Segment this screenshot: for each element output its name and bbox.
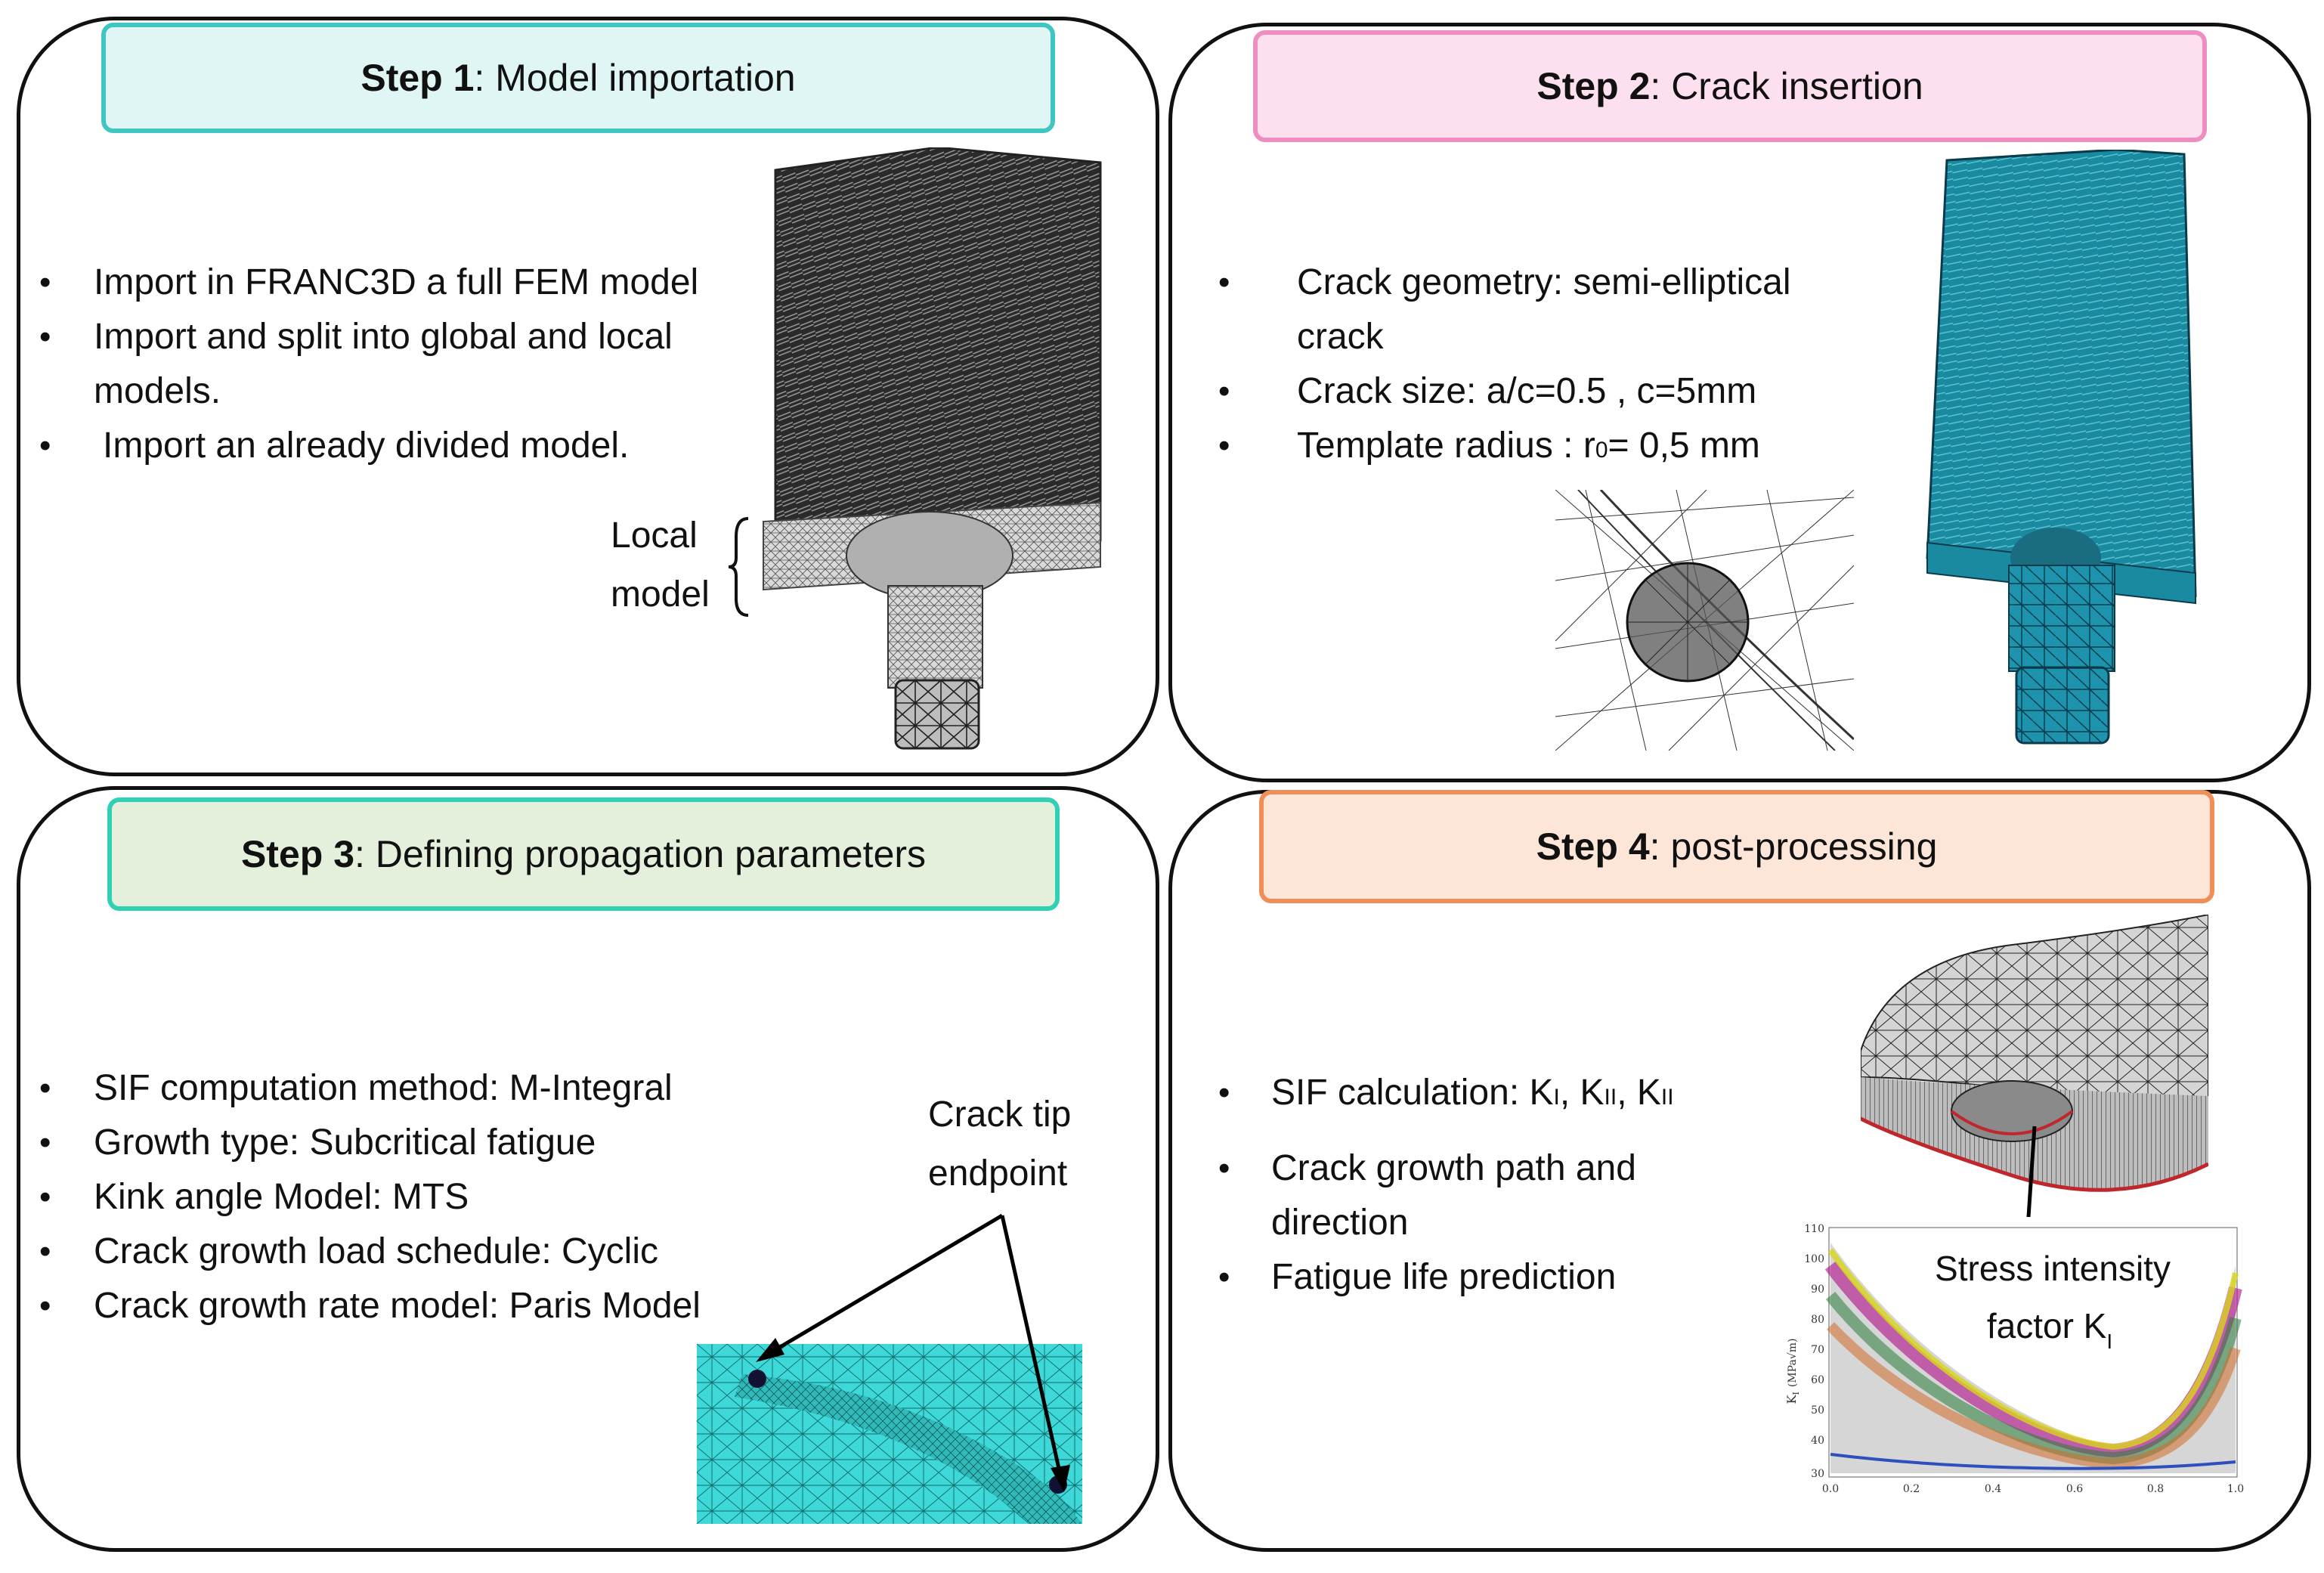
step4-header: Step 4: post-processing xyxy=(1259,790,2214,903)
y-tick-label: 90 xyxy=(1811,1283,1824,1296)
y-tick-label: 70 xyxy=(1811,1344,1824,1356)
step3-bullet-list: SIF computation method: M-Integral Growt… xyxy=(39,1061,795,1333)
list-item: Crack growth load schedule: Cyclic xyxy=(39,1225,795,1279)
list-item: Import an already divided model. xyxy=(39,419,780,473)
chart-annotation-line2: factor K xyxy=(1987,1306,2107,1345)
list-item: Crack growth path and direction xyxy=(1218,1141,1762,1250)
step4-title-text: : post-processing xyxy=(1649,825,1938,868)
list-item: Fatigue life prediction xyxy=(1218,1250,1762,1305)
crack-tip-endpoint-label: Crack tip endpoint xyxy=(928,1085,1071,1203)
step2-header: Step 2: Crack insertion xyxy=(1253,30,2207,142)
y-tick-label: 30 xyxy=(1811,1468,1824,1480)
x-tick-label: 0.0 xyxy=(1822,1483,1839,1495)
crack-template-mesh-image xyxy=(1555,490,1854,751)
list-item: SIF computation method: M-Integral xyxy=(39,1061,795,1116)
sif-separator-2: , K xyxy=(1617,1073,1661,1113)
template-radius-value: = 0,5 mm xyxy=(1608,426,1760,466)
step4-bullet-list: SIF calculation: KI, KII, KII Crack grow… xyxy=(1218,1066,1762,1305)
y-tick-label: 60 xyxy=(1811,1374,1824,1386)
sif-subscript-1: I xyxy=(1553,1085,1560,1110)
local-model-label: Local model xyxy=(611,506,710,624)
chart-annotation-line1: Stress intensity xyxy=(1935,1249,2171,1288)
local-model-label-line2: model xyxy=(611,574,710,615)
list-item: Template radius : r0= 0,5 mm xyxy=(1218,419,1883,478)
blade-mesh-image-step1 xyxy=(763,147,1102,750)
list-item: Crack growth rate model: Paris Model xyxy=(39,1279,795,1333)
step3-header: Step 3: Defining propagation parameters xyxy=(107,797,1060,911)
list-item: Crack size: a/c=0.5 , c=5mm xyxy=(1218,364,1883,419)
chart-annotation-subscript: I xyxy=(2106,1330,2112,1353)
x-tick-label: 0.4 xyxy=(1985,1483,2001,1495)
y-tick-label: 100 xyxy=(1804,1253,1824,1265)
step1-bullet-list: Import in FRANC3D a full FEM model Impor… xyxy=(39,255,780,473)
step4-title-bold: Step 4 xyxy=(1536,825,1650,868)
sif-chart: 110 100 90 80 70 60 50 40 30 0.0 0.2 0.4… xyxy=(1765,1220,2249,1507)
y-tick-label: 110 xyxy=(1804,1223,1824,1235)
template-radius-prefix: Template radius : r xyxy=(1297,426,1595,466)
step1-title-bold: Step 1 xyxy=(361,57,475,99)
sif-subscript-3: II xyxy=(1660,1085,1674,1110)
crack-tip-label-line1: Crack tip xyxy=(928,1095,1072,1135)
local-model-brace xyxy=(728,517,749,617)
list-item: Crack geometry: semi-elliptical crack xyxy=(1218,255,1883,364)
sif-subscript-2: II xyxy=(1604,1085,1617,1110)
sif-prefix: SIF calculation: K xyxy=(1271,1073,1554,1113)
step3-title-text: : Defining propagation parameters xyxy=(354,833,927,875)
crack-tip-arrows xyxy=(756,1213,1070,1492)
step3-title-bold: Step 3 xyxy=(240,833,355,875)
x-tick-label: 0.8 xyxy=(2147,1483,2164,1495)
sif-separator-1: , K xyxy=(1559,1073,1605,1113)
chart-y-axis-unit: (MPa√m) xyxy=(1787,1339,1799,1388)
crack-surface-mesh-image xyxy=(1861,915,2208,1217)
list-item: Growth type: Subcritical fatigue xyxy=(39,1116,795,1170)
chart-y-axis-label: K xyxy=(1784,1394,1799,1404)
x-tick-label: 0.6 xyxy=(2066,1483,2083,1495)
svg-text:factor KI: factor KI xyxy=(1987,1306,2112,1353)
list-item: Import and split into global and local m… xyxy=(39,310,780,419)
step1-title-text: : Model importation xyxy=(474,57,796,99)
list-item: Kink angle Model: MTS xyxy=(39,1170,795,1225)
local-model-label-line1: Local xyxy=(611,516,698,556)
x-tick-label: 1.0 xyxy=(2227,1483,2244,1495)
list-item: SIF calculation: KI, KII, KII xyxy=(1218,1066,1762,1125)
svg-text:KI(MPa√m): KI (MPa√m) xyxy=(1784,1339,1801,1404)
y-tick-label: 40 xyxy=(1811,1435,1824,1447)
step1-header: Step 1: Model importation xyxy=(101,23,1055,133)
step2-bullet-list: Crack geometry: semi-elliptical crack Cr… xyxy=(1218,255,1883,478)
template-radius-subscript: 0 xyxy=(1595,438,1608,463)
crack-tip-label-line2: endpoint xyxy=(928,1153,1068,1194)
list-item: Import in FRANC3D a full FEM model xyxy=(39,255,780,310)
y-tick-label: 80 xyxy=(1811,1314,1824,1326)
crack-front-mesh-image xyxy=(697,1344,1082,1524)
y-tick-label: 50 xyxy=(1811,1404,1824,1417)
chart-y-axis-subscript: I xyxy=(1791,1392,1801,1395)
blade-mesh-image-step2 xyxy=(1926,150,2197,745)
step2-title-text: : Crack insertion xyxy=(1650,65,1923,107)
step2-title-bold: Step 2 xyxy=(1536,65,1651,107)
x-tick-label: 0.2 xyxy=(1903,1483,1920,1495)
